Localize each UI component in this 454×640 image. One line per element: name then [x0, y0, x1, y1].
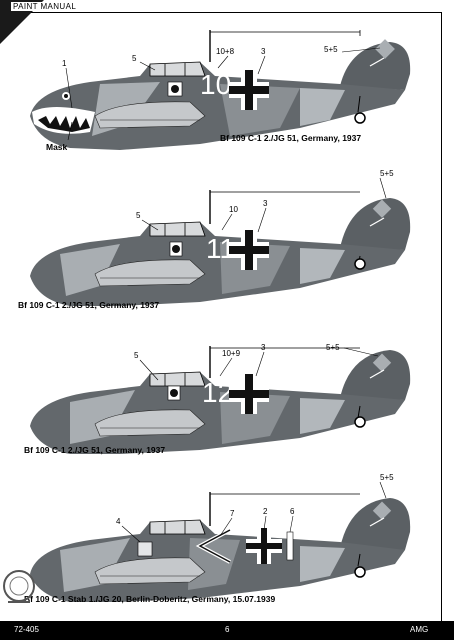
aircraft-profile-3-drawing: 12 5 10+9 3 5+5: [30, 343, 411, 454]
mask-label: Mask: [46, 142, 68, 152]
callout-10plus8: 10+8: [216, 47, 235, 56]
callout-5plus5: 5+5: [380, 169, 394, 178]
page-title: PAINT MANUAL: [11, 2, 79, 11]
aircraft-code-number: 10: [200, 69, 231, 100]
aircraft-profile-3: 12 5 10+9 3 5+5: [0, 318, 454, 458]
aircraft-profile-2: 11 5 10 3 5+5: [0, 168, 454, 308]
callout-5: 5: [132, 54, 137, 63]
aircraft-profile-4: 4 7 2 6 5+5: [0, 466, 454, 606]
callout-3: 3: [261, 47, 266, 56]
callout-5: 5: [134, 351, 139, 360]
callout-4: 4: [116, 517, 121, 526]
frame-top: [12, 12, 442, 13]
callout-5plus5: 5+5: [324, 45, 338, 54]
callout-6: 6: [290, 507, 295, 516]
callout-10: 10: [229, 205, 238, 214]
callout-5: 5: [136, 211, 141, 220]
callout-3: 3: [263, 199, 268, 208]
profile-3-caption: Bf 109 C-1 2./JG 51, Germany, 1937: [24, 445, 166, 455]
watermark-logo: [3, 570, 35, 603]
frame-right: [441, 12, 442, 621]
callout-7: 7: [230, 509, 235, 518]
aircraft-profile-1: 10 1 5 3 10+8 5+5: [0, 24, 454, 164]
callout-5plus5: 5+5: [380, 473, 394, 482]
callout-5plus5: 5+5: [326, 343, 340, 352]
aircraft-profile-4-drawing: 4 7 2 6 5+5: [30, 473, 411, 602]
aircraft-profile-1-drawing: 10 1 5 3 10+8 5+5: [30, 30, 411, 150]
footer-brand: AMG: [410, 625, 429, 634]
callout-10plus9: 10+9: [222, 349, 241, 358]
callout-1: 1: [62, 59, 67, 68]
profile-2-caption: Bf 109 C-1 2./JG 51, Germany, 1937: [18, 300, 160, 310]
page-footer: 72-405 6 AMG: [0, 621, 454, 640]
footer-product-code: 72-405: [14, 625, 39, 634]
aircraft-code-number: 12: [202, 377, 233, 408]
callout-3: 3: [261, 343, 266, 352]
callout-2: 2: [263, 507, 268, 516]
footer-page-number: 6: [225, 625, 230, 634]
profile-1-caption: Bf 109 C-1 2./JG 51, Germany, 1937: [220, 133, 362, 143]
profile-4-caption: Bf 109 C-1 Stab 1./JG 20, Berlin-Doberit…: [24, 594, 276, 604]
aircraft-profile-2-drawing: 11 5 10 3 5+5: [30, 169, 411, 306]
